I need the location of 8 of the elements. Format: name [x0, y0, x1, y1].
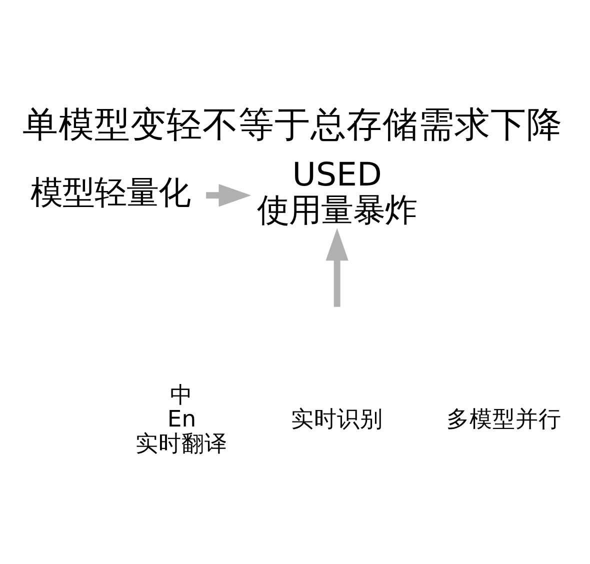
arrow	[206, 183, 252, 206]
node-text: 模型轻量化	[30, 172, 191, 211]
node-text: 多模型并行	[446, 406, 562, 432]
node-text: USED 使用量暴炸	[257, 155, 418, 229]
node-text: 实时识别	[291, 406, 384, 432]
diagram-title: 单模型变轻不等于总存储需求下降	[22, 104, 563, 145]
node-text: 中 En 实时翻译	[136, 382, 228, 456]
arrow	[326, 228, 348, 306]
